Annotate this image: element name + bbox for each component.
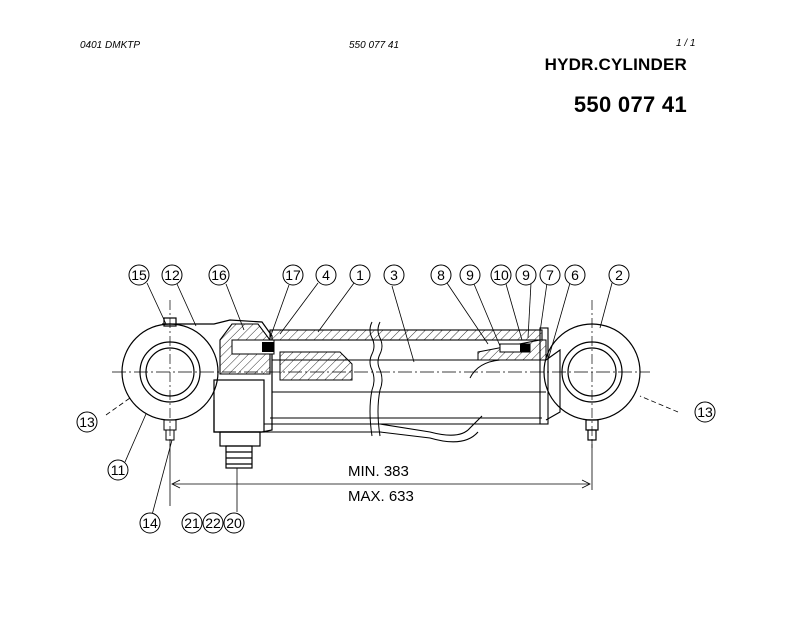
balloon-label-21: 21 [184,515,200,531]
balloon-label-3: 3 [390,267,398,283]
balloon-label-13-right: 13 [697,404,713,420]
balloon-4 [315,264,337,286]
dimension-lines [169,440,593,506]
page-indicator: 1 / 1 [676,38,696,49]
balloon-17 [282,264,304,286]
balloon-14 [139,512,161,534]
balloon-label-8: 8 [437,267,445,283]
balloon-9a [459,264,481,286]
balloon-label-15: 15 [131,267,147,283]
balloon-label-13-left: 13 [79,414,95,430]
balloon-label-10: 10 [493,267,509,283]
balloon-label-9a: 9 [466,267,474,283]
balloon-22 [202,512,224,534]
balloon-label-11: 11 [111,462,126,478]
document-code: 0401 DMKTP [80,40,141,51]
balloon-label-6: 6 [571,267,579,283]
balloon-9b [515,264,537,286]
drawing-title: HYDR.CYLINDER [544,55,687,74]
part-number: 550 077 41 [573,92,687,117]
balloon-label-9b: 9 [522,267,530,283]
piston-guide [279,351,353,381]
balloon-1 [349,264,371,286]
dim-max: MAX. 633 [348,488,414,505]
right-eye [543,323,641,441]
balloon-21 [181,512,203,534]
balloon-12 [161,264,183,286]
balloon-label-17: 17 [285,267,301,283]
balloon-label-22: 22 [205,515,221,531]
balloon-15 [128,264,150,286]
balloon-label-2: 2 [615,267,623,283]
balloon-label-14: 14 [142,515,158,531]
balloon-8 [430,264,452,286]
balloon-10 [490,264,512,286]
break-mark [369,321,383,437]
balloon-7 [539,264,561,286]
dim-min: MIN. 383 [348,463,409,480]
balloon-2 [608,264,630,286]
balloon-6 [564,264,586,286]
rod-end [545,348,561,421]
hydraulic-pipe [264,415,483,436]
balloon-11 [107,459,129,481]
balloon-labels: 15 12 16 17 4 1 3 8 9 10 9 7 6 2 13 13 1… [79,267,713,531]
balloon-16 [208,264,230,286]
balloon-label-12: 12 [164,267,180,283]
balloon-label-1: 1 [356,267,364,283]
balloon-label-20: 20 [226,515,242,531]
balloon-label-4: 4 [322,267,330,283]
balloons [76,264,716,534]
balloon-13-right [694,401,716,423]
balloon-label-7: 7 [546,267,554,283]
balloon-20 [223,512,245,534]
balloon-3 [383,264,405,286]
balloon-label-16: 16 [211,267,227,283]
balloon-13-left [76,411,98,433]
leader-lines [105,282,679,516]
part-reference: 550 077 41 [349,40,400,51]
